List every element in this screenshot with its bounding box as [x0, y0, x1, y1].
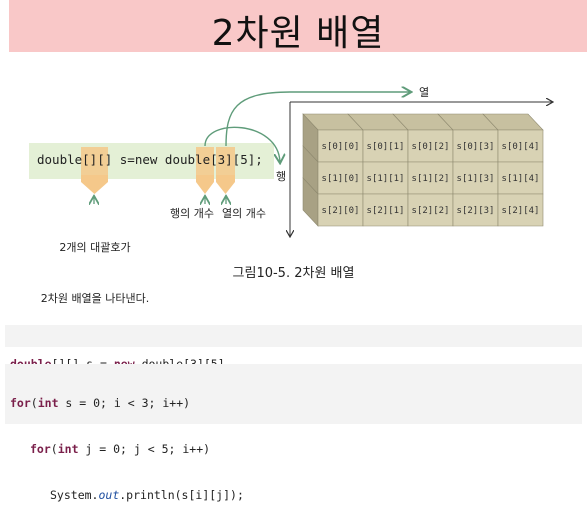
code-keyword: int: [37, 396, 59, 410]
array-cell-label: s[0][0]: [322, 142, 360, 152]
array-cell-label: s[2][0]: [322, 206, 360, 216]
bracket-highlight: [81, 147, 108, 175]
code-keyword: for: [10, 396, 31, 410]
code-block-loop: for(int s = 0; i < 3; i++) for(int j = 0…: [5, 364, 582, 502]
code-text: .println(s[i][j]);: [119, 488, 244, 502]
row-axis-label: 행: [276, 170, 287, 183]
array-cell-label: s[0][2]: [412, 142, 450, 152]
page-title: 2차원 배열: [211, 13, 385, 54]
code-text: j = 0; j < 5; i++): [78, 442, 211, 456]
bracket-pointer: [81, 175, 108, 194]
rows-annotation: 행의 개수: [170, 207, 214, 220]
code-text: s = 0; i < 3; i++): [58, 396, 191, 410]
rows-pointer: [196, 175, 214, 194]
title-bar: 2차원 배열: [9, 0, 587, 54]
col-axis-label: 열: [419, 86, 430, 99]
bracket-annotation: 2개의 대괄호가 2차원 배열을 나타낸다.: [30, 205, 160, 324]
array-cell-label: s[0][4]: [502, 142, 540, 152]
declaration-code: double[][] s=new double[3][5];: [37, 152, 263, 167]
array-cell-label: s[2][2]: [412, 206, 450, 216]
array-cell-label: s[1][4]: [502, 174, 540, 184]
figure-graphic: s[0][0] s[0][1] s[0][2] s[0][3] s[0][4] s[1][…: [81, 0, 587, 260]
figure-caption: 그림10-5. 2차원 배열: [232, 266, 355, 281]
cols-pointer: [216, 175, 235, 194]
rows-highlight: [196, 147, 214, 175]
cols-annotation: 열의 개수: [222, 207, 266, 220]
code-text: System.: [50, 488, 99, 502]
cols-highlight: [216, 147, 235, 175]
code-keyword: int: [57, 442, 79, 456]
code-italic: out: [98, 488, 120, 502]
code-keyword: for: [30, 442, 51, 456]
array-cell-label: s[1][2]: [412, 174, 450, 184]
array-cells: s[0][0] s[0][1] s[0][2] s[0][3] s[0][4] s[1][…: [302, 113, 544, 227]
array-cell-label: s[2][3]: [457, 206, 495, 216]
array-cell-label: s[0][3]: [457, 142, 495, 152]
array-cell-label: s[1][3]: [457, 174, 495, 184]
code-text: (: [50, 442, 58, 456]
array-cell: [497, 193, 544, 227]
array-cell-label: s[2][1]: [367, 206, 405, 216]
rows-curve-arrow: [204, 126, 280, 162]
array-cell-label: s[0][1]: [367, 142, 405, 152]
array-cell-label: s[1][1]: [367, 174, 405, 184]
array-cell-label: s[2][4]: [502, 206, 540, 216]
cols-curve-arrow: [225, 92, 410, 147]
code-text: (: [30, 396, 38, 410]
bracket-annotation-line1: 2개의 대괄호가: [59, 241, 131, 254]
bracket-annotation-line2: 2차원 배열을 나타낸다.: [40, 292, 150, 305]
code-block-declaration: double[][] s = new double[3][5]: [5, 325, 582, 371]
array-cell-label: s[1][0]: [322, 174, 360, 184]
